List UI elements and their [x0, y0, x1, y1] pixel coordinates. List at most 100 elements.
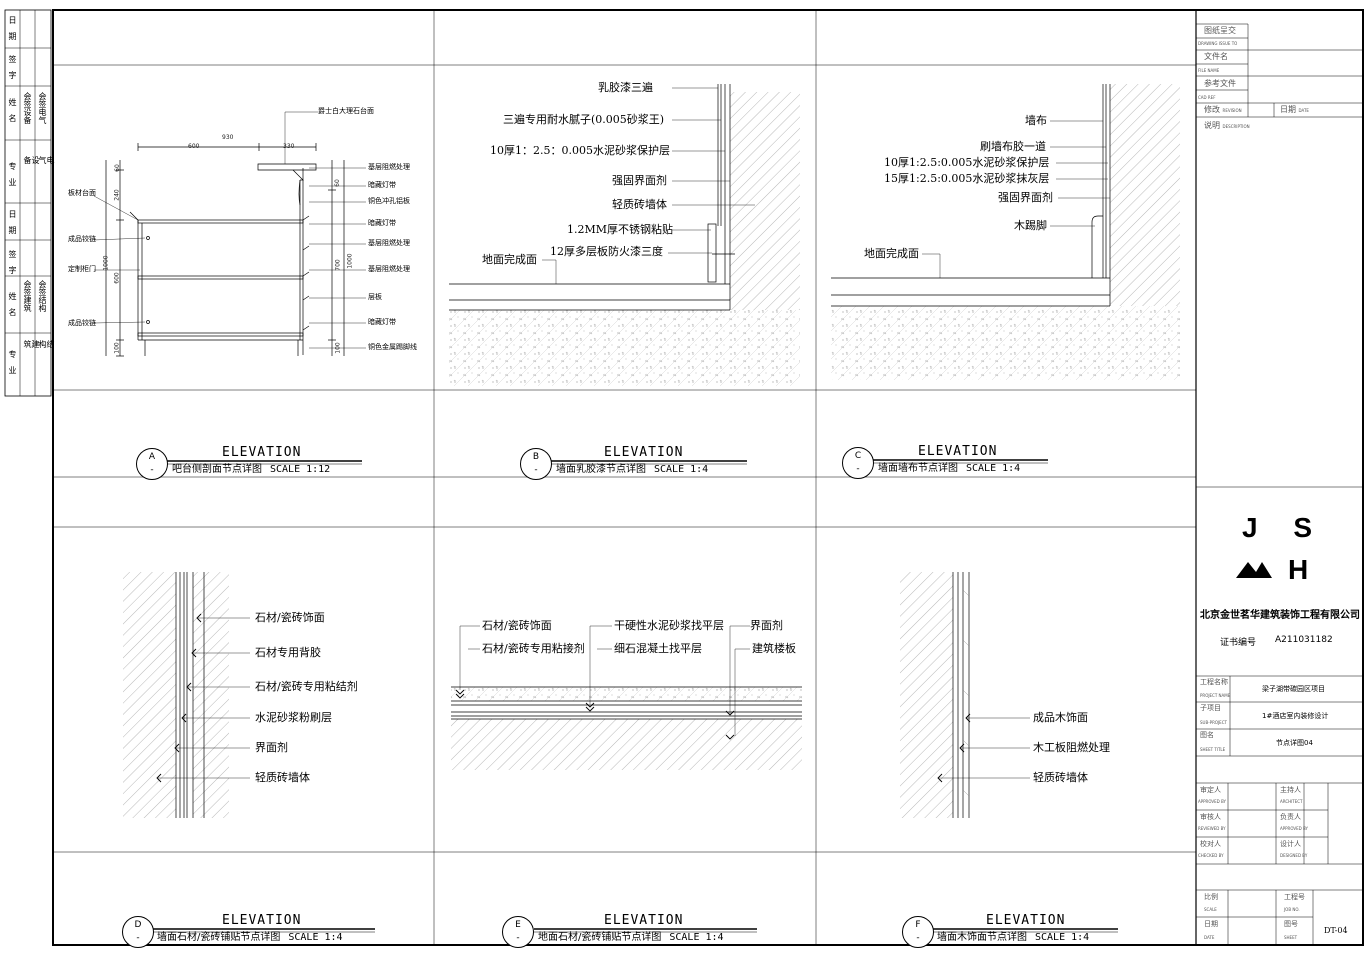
- f-label-2: 轻质砖墙体: [1033, 771, 1088, 784]
- dim-right: 330: [283, 143, 295, 150]
- dim-r1000: 1000: [346, 253, 354, 269]
- caption-e-badge: E-: [502, 916, 534, 948]
- panel-d-wall-hatch2: [193, 572, 229, 818]
- tb-issue-en: DRAWING ISSUE TO: [1198, 41, 1238, 46]
- tb-date: 日期 DATE: [1280, 105, 1309, 114]
- c-label-2: 10厚1:2.5:0.005水泥砂浆保护层: [884, 156, 1050, 169]
- panel-e-slab-hatch: [451, 719, 802, 770]
- panel-c-wall-hatch: [1110, 84, 1180, 308]
- tb-checked-en: CHECKED BY: [1198, 853, 1224, 858]
- tb-project: 梁子湖带碳园区项目: [1262, 685, 1325, 693]
- tb-sub: 1#酒店室内装修设计: [1262, 712, 1329, 720]
- d-label-0: 石材/瓷砖饰面: [255, 611, 325, 624]
- dim-h240: 240: [113, 189, 121, 201]
- tb-sheet: 节点详图04: [1276, 739, 1313, 747]
- a-label-right-5: 基层阻燃处理: [368, 239, 410, 247]
- panel-c-floor: [831, 306, 1180, 380]
- e-label-0: 石材/瓷砖饰面: [482, 619, 552, 632]
- caption-b-elevation: ELEVATION: [604, 445, 684, 460]
- b-label-6: 12厚多层板防火漆三度: [550, 245, 663, 258]
- a-label-right-8: 暗藏灯带: [368, 318, 396, 326]
- side-date-1: 日 期: [8, 210, 17, 234]
- d-label-4: 界面剂: [255, 741, 288, 754]
- tb-reviewed-en: REVIEWED BY: [1198, 826, 1226, 831]
- dim-left: 600: [188, 143, 200, 150]
- logo-mountain-icon: [1236, 562, 1272, 578]
- panel-b-wall-hatch: [730, 92, 800, 310]
- side-sign-1: 签 字: [8, 250, 17, 274]
- tb-approved2-en: APPROVED BY: [1280, 826, 1309, 831]
- caption-a-badge: A-: [136, 448, 168, 480]
- a-label-right-1: 基层阻燃处理: [368, 163, 410, 171]
- b-label-7: 地面完成面: [482, 253, 537, 266]
- f-label-1: 木工板阻燃处理: [1033, 741, 1110, 754]
- side-name-1: 姓 名: [8, 292, 17, 316]
- dim-h100: 100: [113, 342, 121, 354]
- company-name: 北京金世茗华建筑装饰工程有限公司: [1200, 610, 1360, 621]
- tb-scale: 比例: [1204, 893, 1218, 901]
- panel-a-drawing: [105, 143, 345, 357]
- a-label-left-0: 板材台面: [68, 189, 96, 197]
- side-name-2: 姓 名: [8, 98, 17, 122]
- a-label-right-0: 爵士白大理石台面: [318, 107, 374, 115]
- tb-file: 文件名: [1204, 52, 1228, 61]
- e-label-1: 干硬性水泥砂浆找平层: [614, 619, 724, 632]
- tb-sub-label: 子项目: [1200, 704, 1221, 712]
- panel-f-wall-hatch: [900, 572, 953, 818]
- d-label-5: 轻质砖墙体: [255, 771, 310, 784]
- tb-checked: 校对人: [1200, 840, 1221, 848]
- side-sign-2: 签 字: [8, 55, 17, 79]
- dim-h60: 60: [113, 164, 121, 172]
- dim-r100: 100: [334, 342, 342, 354]
- side-struct: 结构: [38, 340, 55, 348]
- tb-approved: 审定人: [1200, 786, 1221, 794]
- dim-r60: 60: [333, 179, 341, 187]
- a-label-right-3: 铜色冲孔铝板: [368, 197, 410, 205]
- side-sign-elec: 会签电气: [38, 92, 47, 124]
- tb-desc: 说明 DESCRIPTION: [1204, 121, 1250, 130]
- b-label-0: 乳胶漆三遍: [598, 81, 653, 94]
- tb-scale-en: SCALE: [1204, 907, 1217, 912]
- tb-jobno-en: JOB NO.: [1284, 907, 1300, 912]
- tb-file-en: FILE NAME: [1198, 68, 1220, 73]
- e-label-4: 细石混凝土找平层: [614, 642, 702, 655]
- dim-r700: 700: [334, 259, 342, 271]
- panel-e-screed: [451, 687, 802, 701]
- tb-date2-en: DATE: [1204, 935, 1215, 940]
- a-label-right-4: 暗藏灯带: [368, 219, 396, 227]
- tb-issue: 图纸呈交: [1204, 26, 1236, 35]
- caption-d-elevation: ELEVATION: [222, 913, 302, 928]
- side-sign-struct: 会签结构: [38, 280, 47, 312]
- b-label-3: 强固界面剂: [612, 174, 667, 187]
- e-label-5: 建筑楼板: [752, 642, 796, 655]
- c-label-1: 刷墙布胶一道: [980, 140, 1046, 153]
- tb-sheet-en: SHEET TITLE: [1200, 747, 1226, 752]
- tb-architect: 主持人: [1280, 786, 1301, 794]
- side-elec: 电气: [38, 156, 55, 164]
- tb-sheetno-en: SHEET: [1284, 935, 1298, 940]
- tb-designed: 设计人: [1280, 840, 1301, 848]
- dim-total: 930: [222, 134, 234, 141]
- tb-approved2: 负责人: [1280, 813, 1301, 821]
- side-arch: 建筑: [23, 340, 40, 348]
- tb-ref-en: CAD REF: [1198, 95, 1216, 100]
- tb-jobno: 工程号: [1284, 893, 1305, 901]
- tb-sheet-label: 图名: [1200, 731, 1214, 739]
- tb-project-label: 工程名称: [1200, 678, 1228, 686]
- dim-h600: 600: [113, 272, 121, 284]
- side-major-2: 专 业: [8, 162, 17, 186]
- b-label-2: 10厚1：2.5：0.005水泥砂浆保护层: [490, 144, 670, 157]
- a-label-left-1: 成品铰链: [68, 235, 96, 243]
- side-date-2: 日 期: [8, 16, 17, 40]
- tb-rev: 修改 REVISION: [1204, 105, 1242, 114]
- caption-d-badge: D-: [122, 916, 154, 948]
- a-label-right-2: 暗藏灯带: [368, 181, 396, 189]
- side-equip: 设备: [23, 156, 40, 164]
- drawing-number: DT-04: [1324, 926, 1348, 935]
- e-label-2: 界面剂: [750, 619, 783, 632]
